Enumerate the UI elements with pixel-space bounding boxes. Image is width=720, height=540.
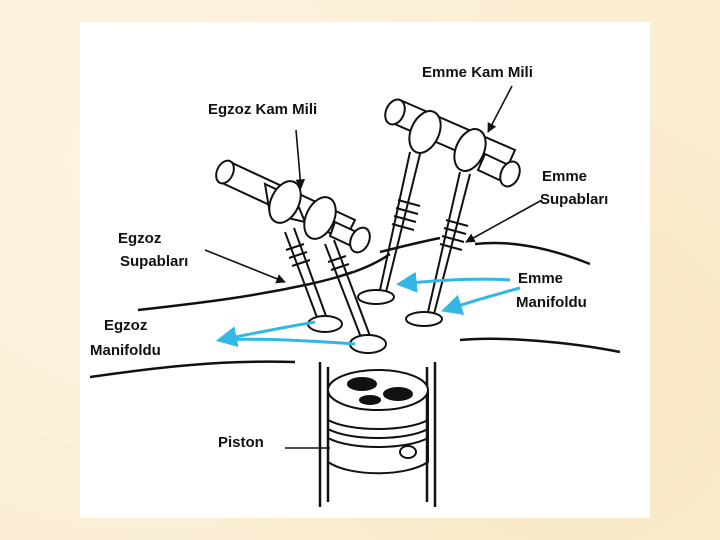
label-emme-supaplari-line2: Supabları (540, 191, 609, 208)
label-egzoz-supaplari-line2: Supabları (120, 253, 189, 270)
label-emme-kam-mili: Emme Kam Mili (422, 64, 533, 81)
label-egzoz-manifoldu-line1: Egzoz (104, 317, 148, 334)
diagram-panel: Emme Kam Mili Egzoz Kam Mili Emme Supabl… (80, 22, 650, 518)
exhaust-flow-arrows (215, 320, 356, 348)
label-egzoz-supaplari-line1: Egzoz (118, 230, 162, 247)
engine-valve-diagram (89, 85, 621, 507)
label-emme-manifoldu-line1: Emme (518, 270, 564, 287)
intake-flow-arrows (395, 271, 521, 315)
intake-camshaft (384, 98, 521, 188)
exhaust-valves (284, 227, 387, 354)
label-emme-supaplari-line1: Emme (542, 168, 588, 185)
cylinder-head-outline (89, 236, 621, 379)
label-egzoz-kam-mili: Egzoz Kam Mili (208, 101, 318, 118)
label-piston: Piston (218, 434, 264, 451)
label-egzoz-manifoldu-line2: Manifoldu (90, 342, 161, 359)
leader-lines (204, 85, 543, 449)
intake-valves (357, 151, 471, 327)
label-emme-manifoldu-line2: Manifoldu (516, 294, 587, 311)
piston (327, 369, 429, 475)
exhaust-camshaft (215, 159, 371, 254)
